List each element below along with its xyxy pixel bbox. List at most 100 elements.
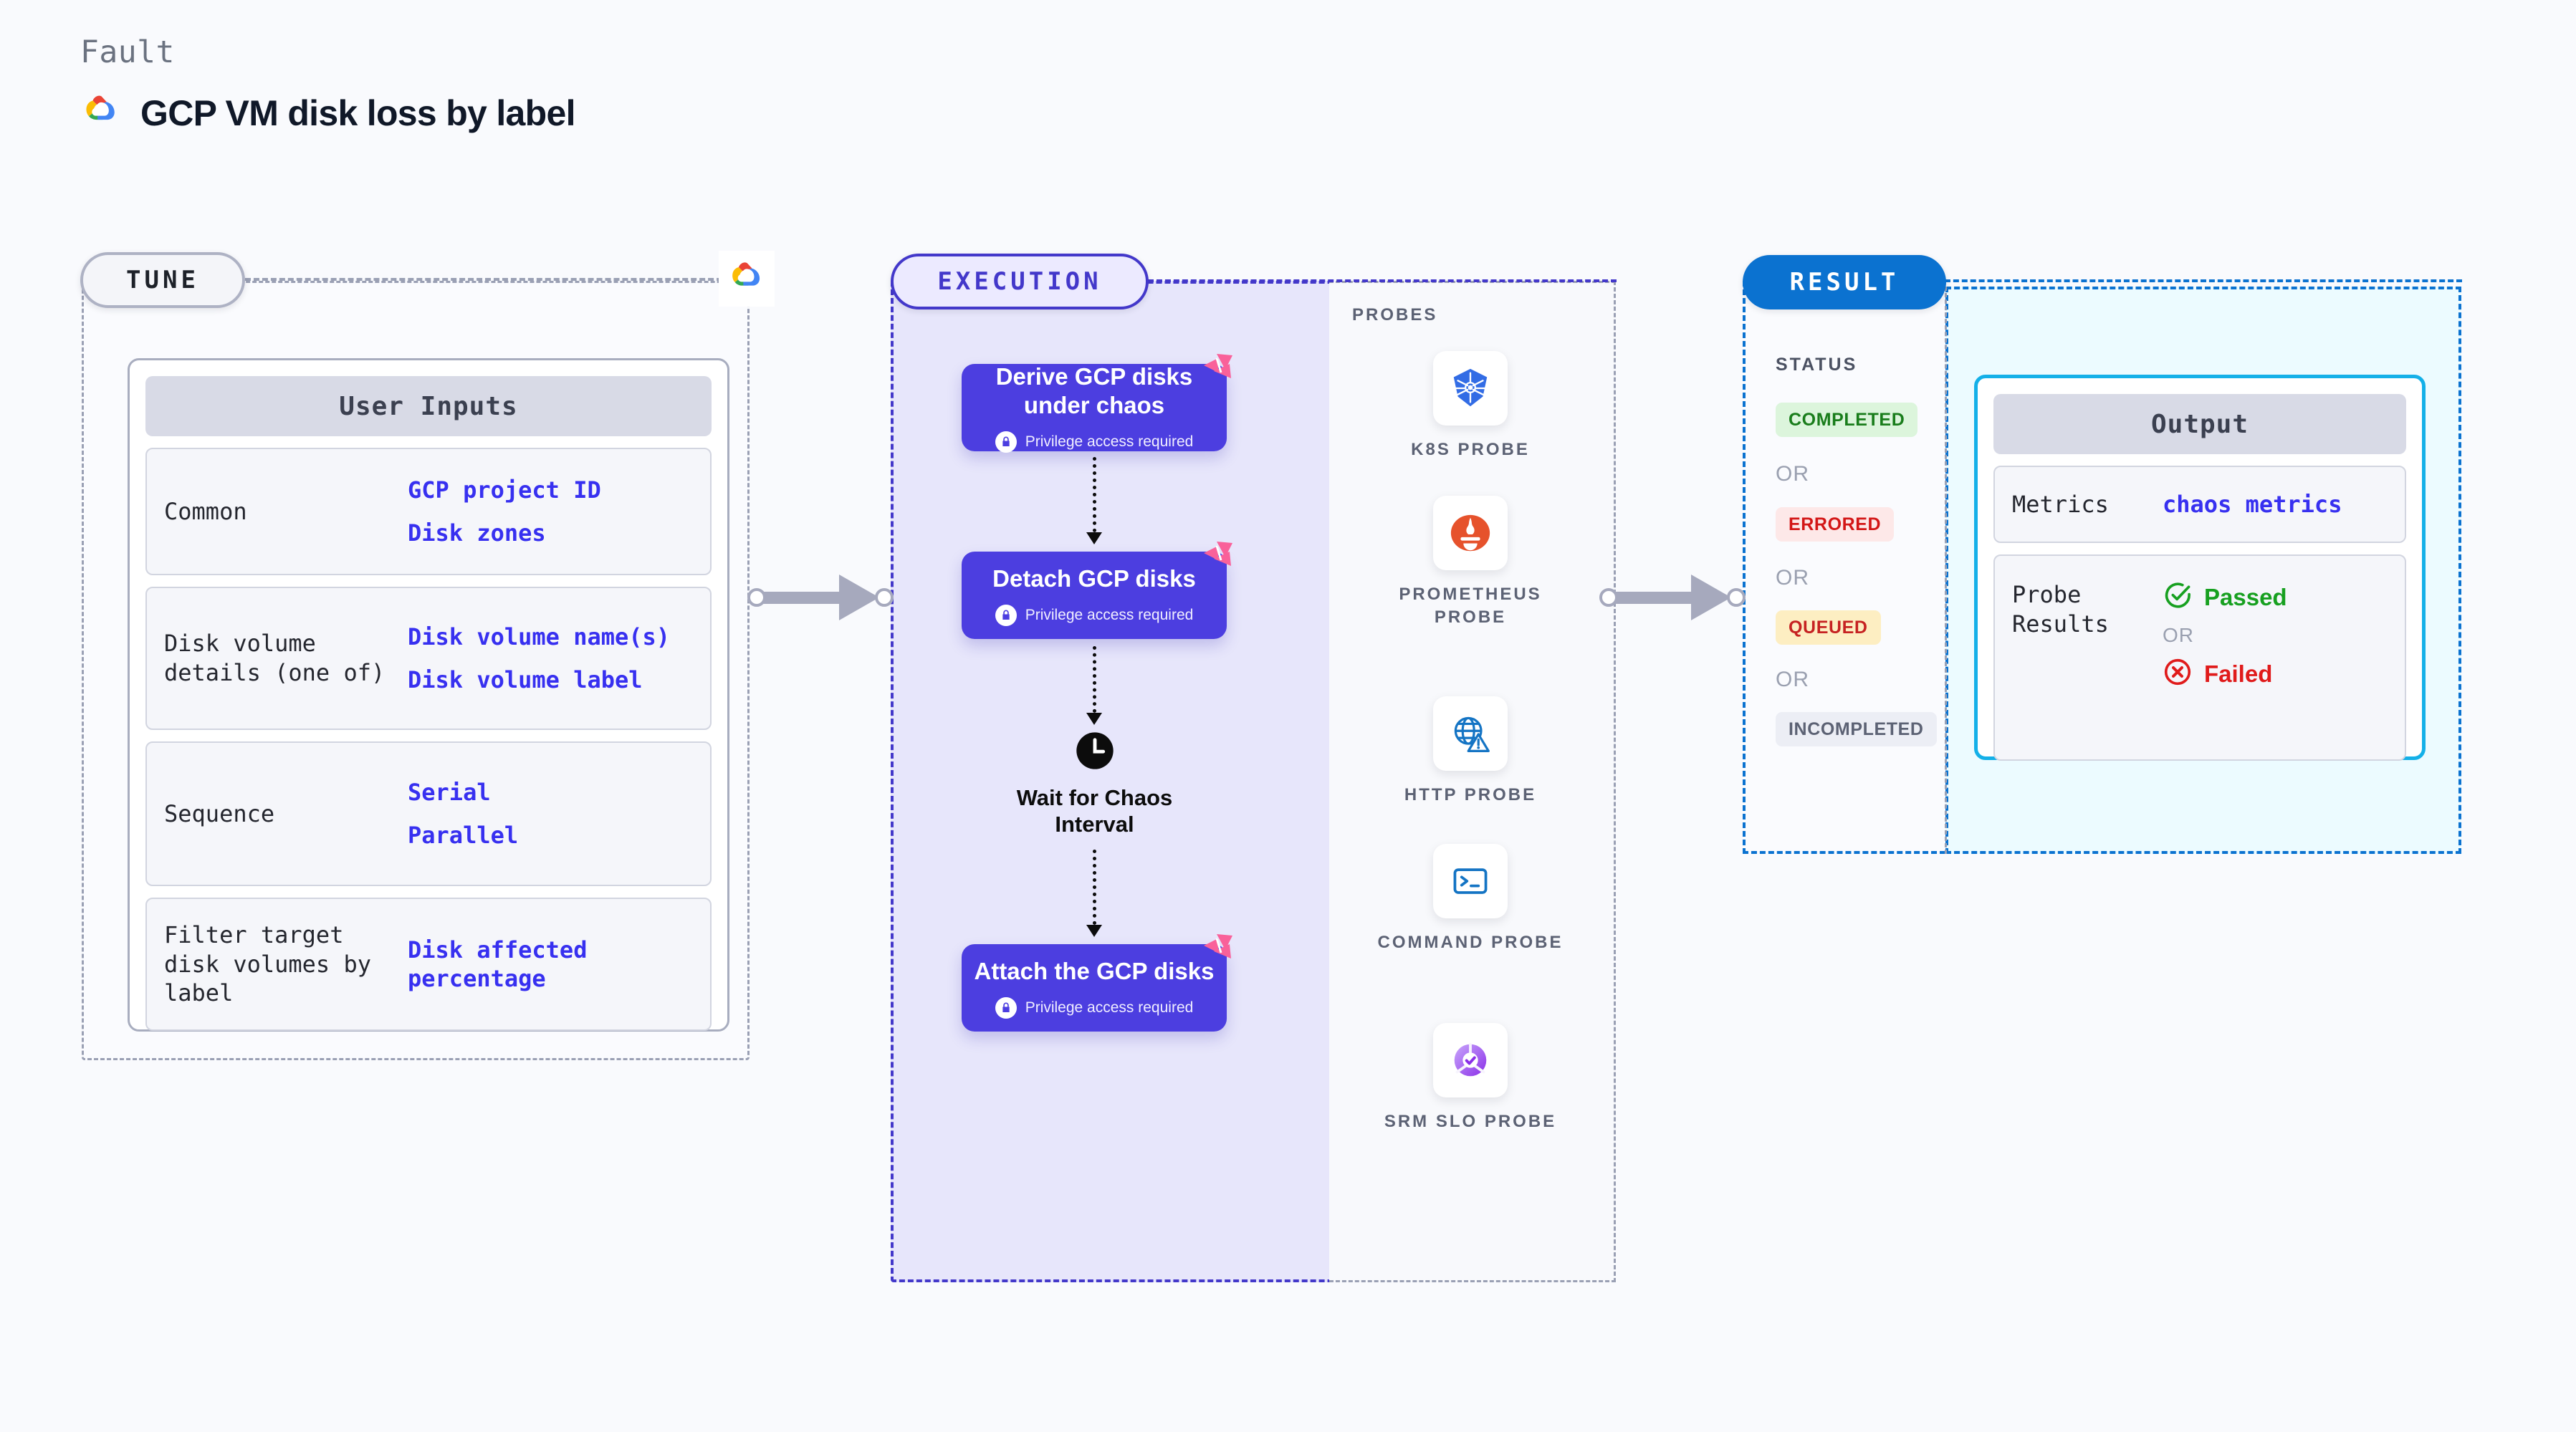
table-row: Disk volume details (one of) Disk volume… [145, 587, 712, 730]
privilege-note: Privilege access required [995, 431, 1194, 453]
row-value[interactable]: Disk volume name(s) [408, 623, 671, 650]
lock-icon [995, 431, 1017, 453]
row-value[interactable]: Disk affected percentage [408, 936, 588, 992]
page-eyebrow: Fault [80, 34, 175, 70]
probe-result-passed: Passed [2163, 580, 2287, 614]
privilege-note: Privilege access required [995, 997, 1194, 1019]
page-title-row: GCP VM disk loss by label [80, 90, 575, 135]
connector-dot [875, 588, 894, 607]
execution-step[interactable]: Derive GCP disks under chaos Privilege a… [962, 354, 1232, 453]
row-key: Disk volume details (one of) [164, 630, 386, 686]
probe-item-command[interactable]: COMMAND PROBE [1366, 844, 1574, 954]
table-row: Filter target disk volumes by label Disk… [145, 898, 712, 1031]
privilege-text: Privilege access required [1025, 607, 1194, 624]
http-globe-warning-icon [1433, 696, 1508, 771]
row-values: Serial Parallel [408, 778, 518, 850]
tune-to-execution-arrow [747, 575, 894, 620]
status-or: OR [1776, 668, 1809, 691]
row-values: Disk volume name(s) Disk volume label [408, 623, 670, 694]
page-title: GCP VM disk loss by label [140, 92, 575, 133]
probe-item-srm-slo[interactable]: SRM SLO PROBE [1366, 1023, 1574, 1133]
status-title: STATUS [1776, 355, 1858, 375]
row-values: Disk affected percentage [408, 936, 693, 993]
lock-icon [995, 605, 1017, 627]
status-badge: ERRORED [1776, 507, 1895, 542]
result-header-dash [1945, 279, 2462, 282]
x-circle-icon [2163, 657, 2193, 691]
connector-dot [1727, 588, 1746, 607]
passed-label: Passed [2204, 583, 2287, 610]
probe-label: K8S PROBE [1411, 440, 1530, 459]
step-title: Attach the GCP disks [974, 957, 1215, 984]
row-value[interactable]: Disk zones [408, 519, 546, 547]
probe-label: COMMAND PROBE [1377, 933, 1564, 952]
status-or: OR [1776, 462, 1809, 486]
wait-for-chaos-interval: Wait for Chaos Interval [982, 731, 1207, 837]
litmus-logo-icon [1200, 928, 1238, 967]
probes-title: PROBES [1352, 305, 1438, 325]
result-pill[interactable]: RESULT [1743, 255, 1946, 309]
gcp-logo-icon [727, 257, 767, 301]
table-row: Metrics chaos metrics [1993, 466, 2406, 543]
litmus-logo-icon [1200, 348, 1238, 387]
srm-slo-icon [1433, 1023, 1508, 1097]
probe-item-http[interactable]: HTTP PROBE [1366, 696, 1574, 807]
connector-bar [762, 591, 848, 604]
connector-dot [747, 588, 766, 607]
clock-icon [1075, 731, 1115, 774]
row-values: Passed OR Failed [2163, 580, 2287, 691]
status-badge: INCOMPLETED [1776, 712, 1937, 746]
execution-to-result-arrow [1599, 575, 1746, 620]
connector-bar [1614, 591, 1700, 604]
output-card: Output Metrics chaos metrics Probe Resul… [1974, 375, 2426, 761]
flow-arrow [1083, 457, 1105, 544]
user-inputs-title: User Inputs [145, 376, 712, 436]
probe-item-k8s[interactable]: K8S PROBE [1366, 351, 1574, 461]
privilege-text: Privilege access required [1025, 999, 1194, 1017]
terminal-icon [1433, 844, 1508, 918]
row-values: chaos metrics [2163, 490, 2342, 519]
flow-arrow [1083, 646, 1105, 725]
execution-step[interactable]: Attach the GCP disks Privilege access re… [962, 934, 1232, 1032]
tune-gcp-badge [719, 251, 775, 307]
connector-dot [1599, 588, 1618, 607]
row-value[interactable]: Serial [408, 779, 491, 806]
row-key: Sequence [164, 799, 275, 827]
arrow-head-icon [1691, 575, 1731, 620]
kubernetes-icon [1433, 351, 1508, 426]
flow-arrow [1083, 850, 1105, 937]
tune-pill[interactable]: TUNE [80, 252, 245, 308]
probe-item-prometheus[interactable]: PROMETHEUS PROBE [1366, 496, 1574, 630]
row-key: Probe Results [2012, 581, 2109, 638]
lock-icon [995, 997, 1017, 1019]
row-value[interactable]: Disk volume label [408, 666, 643, 693]
row-key: Filter target disk volumes by label [164, 921, 371, 1007]
prometheus-icon [1433, 496, 1508, 570]
result-status-frame [1743, 281, 1945, 854]
output-title: Output [1993, 394, 2406, 454]
probe-label: SRM SLO PROBE [1384, 1112, 1557, 1131]
row-value[interactable]: chaos metrics [2163, 491, 2342, 518]
execution-step[interactable]: Detach GCP disks Privilege access requir… [962, 542, 1232, 639]
row-key: Metrics [2012, 490, 2109, 518]
step-title: Detach GCP disks [992, 564, 1196, 592]
step-title: Derive GCP disks under chaos [995, 362, 1193, 418]
privilege-text: Privilege access required [1025, 433, 1194, 451]
probe-label: PROMETHEUS PROBE [1399, 585, 1542, 628]
gcp-logo-icon [80, 90, 122, 135]
table-row: Sequence Serial Parallel [145, 741, 712, 886]
failed-label: Failed [2204, 660, 2273, 687]
arrow-head-icon [839, 575, 879, 620]
output-or: OR [2163, 624, 2194, 646]
tune-header-dash [245, 278, 739, 281]
probe-result-failed: Failed [2163, 657, 2287, 691]
execution-pill[interactable]: EXECUTION [891, 254, 1149, 309]
status-badge: QUEUED [1776, 610, 1881, 645]
litmus-logo-icon [1200, 536, 1238, 575]
user-inputs-card: User Inputs Common GCP project ID Disk z… [128, 358, 729, 1032]
row-value[interactable]: Parallel [408, 822, 519, 849]
row-values: GCP project ID Disk zones [408, 476, 601, 547]
result-divider [1945, 287, 1947, 854]
row-value[interactable]: GCP project ID [408, 476, 601, 504]
privilege-note: Privilege access required [995, 605, 1194, 627]
